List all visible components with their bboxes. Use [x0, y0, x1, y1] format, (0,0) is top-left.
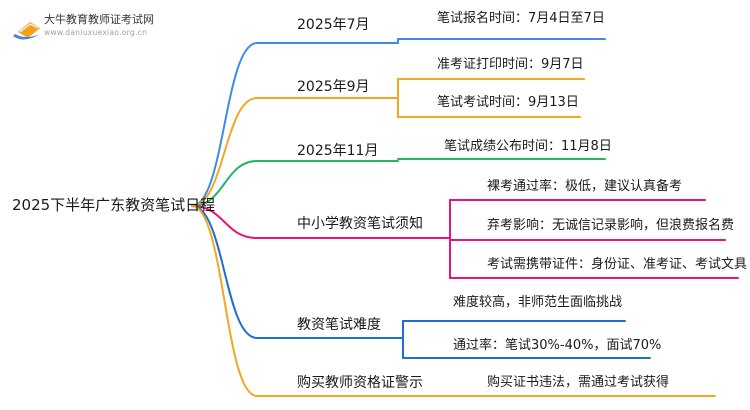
leaf-admission-ticket-time: 准考证打印时间：9月7日 — [437, 57, 584, 72]
branch-connector — [191, 205, 258, 239]
branch-connector — [191, 205, 258, 397]
leaf-unprepared-pass-rate: 裸考通过率：极低，建议认真备考 — [487, 179, 683, 194]
branch-2025-july: 2025年7月 — [297, 17, 370, 33]
leaf-score-release-time: 笔试成绩公布时间：11月8日 — [444, 139, 612, 154]
leaf-registration-time: 笔试报名时间：7月4日至7日 — [437, 11, 605, 26]
leaf-required-documents: 考试需携带证件：身份证、准考证、考试文具 — [487, 257, 748, 272]
branch-exam-notes: 中小学教资笔试须知 — [297, 216, 423, 232]
branch-connector — [191, 160, 258, 207]
leaf-difficulty-level: 难度较高，非师范生面临挑战 — [453, 295, 623, 310]
branch-purchase-warning: 购买教师资格证警示 — [297, 375, 423, 391]
brand-url: www.daniuxuexiao.org.cn — [44, 28, 148, 37]
leaf-purchase-illegal: 购买证书违法，需通过考试获得 — [487, 375, 670, 390]
brand-logo-icon — [13, 22, 40, 40]
branch-connector — [191, 97, 258, 207]
branch-2025-november: 2025年11月 — [297, 143, 379, 159]
leaf-pass-rates: 通过率：笔试30%-40%，面试70% — [453, 338, 662, 353]
branch-exam-difficulty: 教资笔试难度 — [297, 317, 381, 333]
branch-2025-september: 2025年9月 — [297, 79, 370, 95]
leaf-exam-time: 笔试考试时间：9月13日 — [437, 95, 579, 110]
branch-connector — [191, 42, 258, 207]
brand-name: 大牛教育教师证考试网 — [44, 13, 154, 26]
branch-connector — [191, 205, 258, 339]
leaf-absence-impact: 弃考影响：无诚信记录影响，但浪费报名费 — [487, 218, 735, 233]
mindmap-root: 2025下半年广东教资笔试日程 — [12, 196, 216, 214]
